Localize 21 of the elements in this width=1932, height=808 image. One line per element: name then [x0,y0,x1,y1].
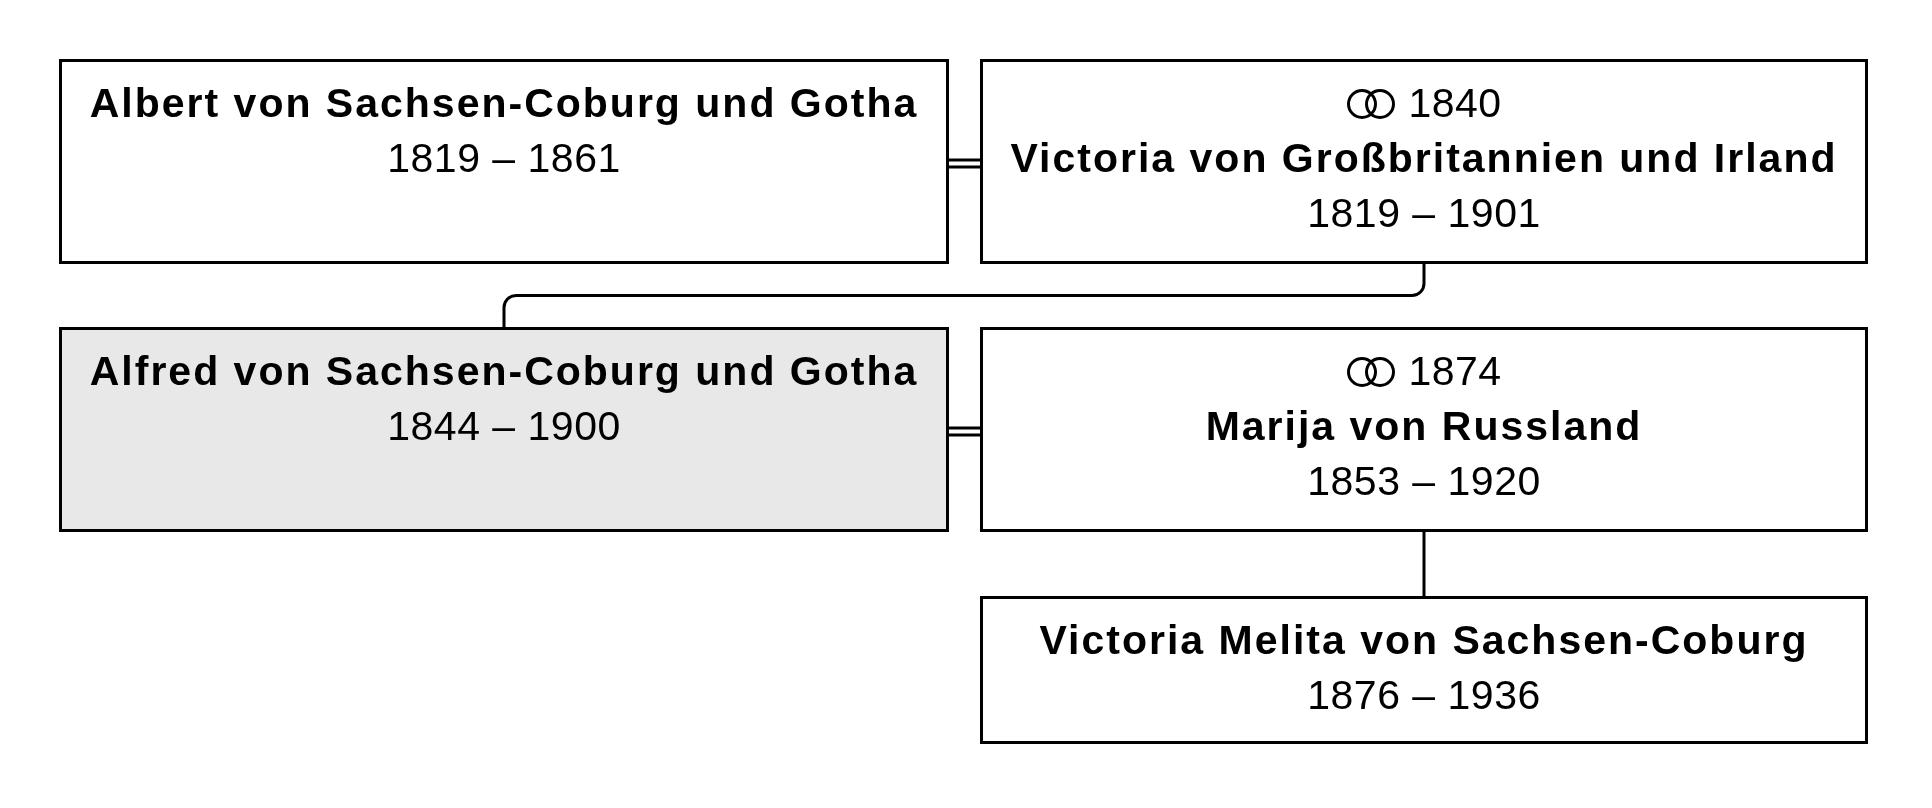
person-box [980,596,1868,744]
marriage-line [947,426,982,437]
person-name: Victoria von Großbritannien und Irland [1010,134,1838,183]
descent-line [1422,532,1426,596]
person-box [980,327,1868,532]
life-dates: 1853 – 1920 [1307,457,1541,506]
person-box [59,59,949,264]
marriage-year: 1840 [1408,79,1502,128]
person-name: Albert von Sachsen-Coburg und Gotha [89,79,919,128]
marriage-line [947,158,982,169]
life-dates: 1819 – 1901 [1307,189,1541,238]
life-dates: 1819 – 1861 [387,134,621,183]
life-dates: 1844 – 1900 [387,402,621,451]
person-name: Alfred von Sachsen-Coburg und Gotha [89,347,919,396]
life-dates: 1876 – 1936 [1307,671,1541,720]
person-box [980,59,1868,264]
person-name: Marija von Russland [1205,402,1643,451]
marriage-year: 1874 [1408,347,1502,396]
person-name: Victoria Melita von Sachsen-Coburg [1039,616,1809,665]
person-box [59,327,949,532]
descent-line [502,264,1426,327]
